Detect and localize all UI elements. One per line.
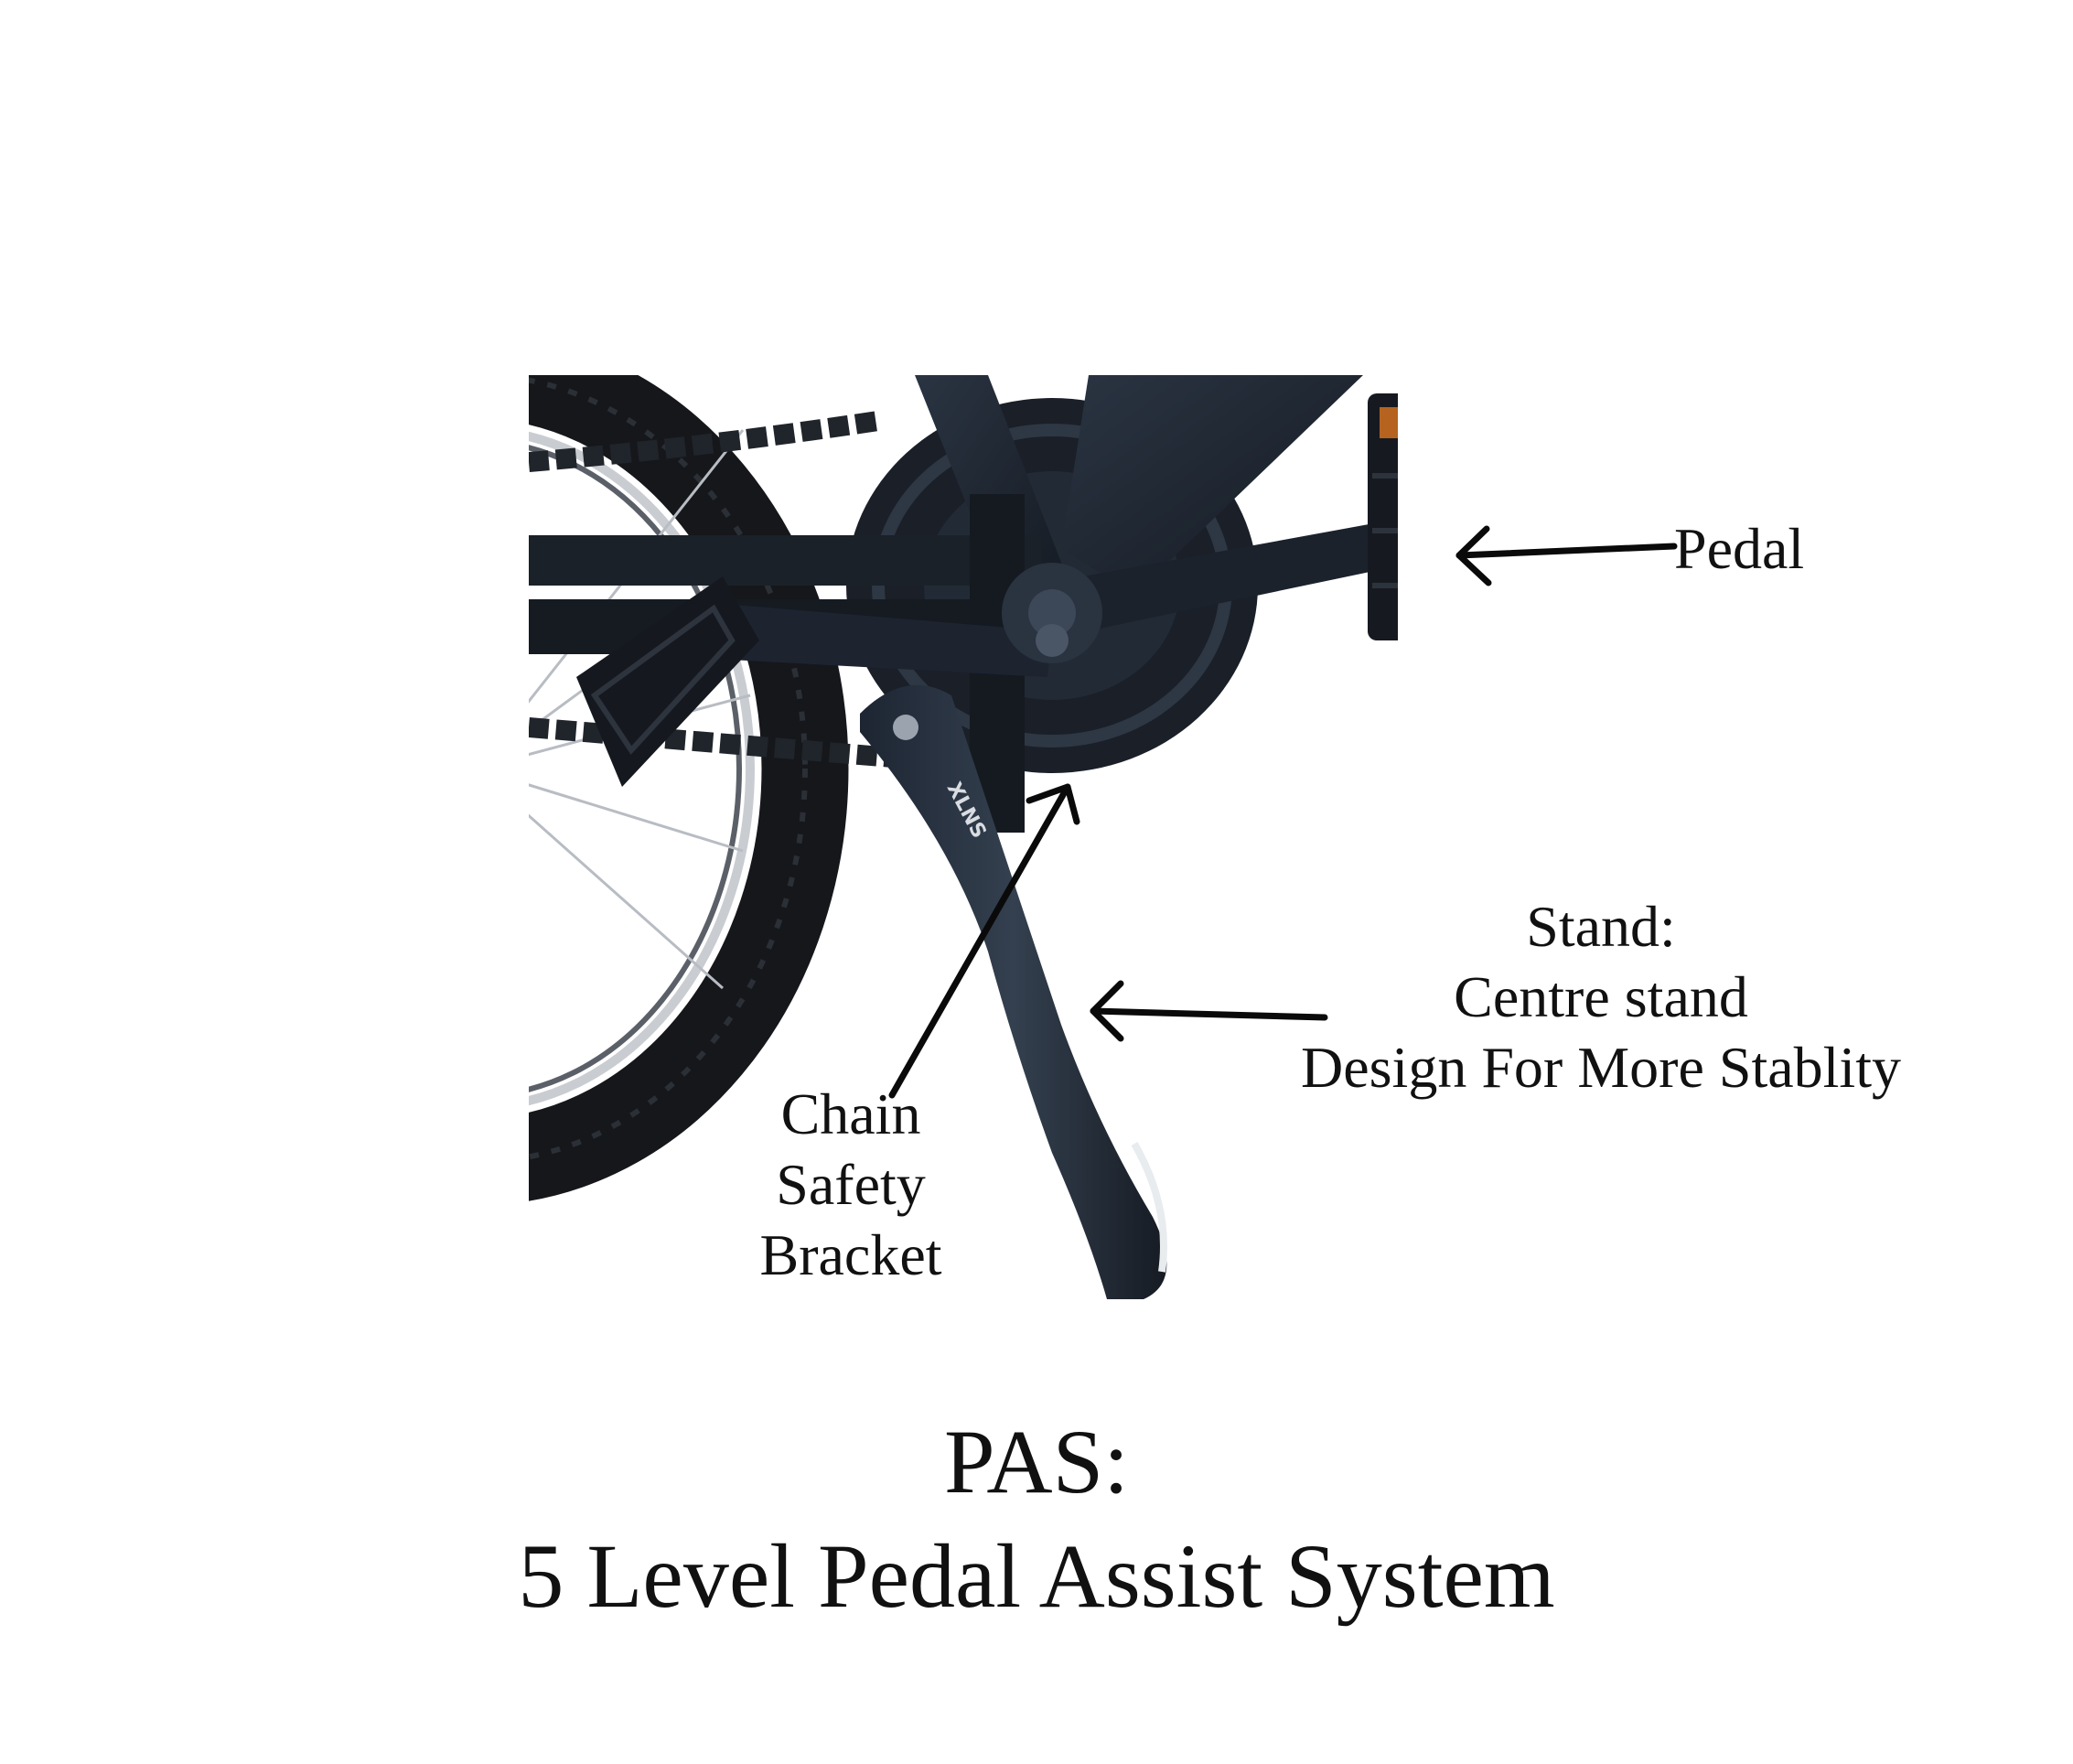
- stand-label: Stand: Centre stand Design For More Stab…: [1262, 892, 1939, 1102]
- pas-caption-title: PAS:: [943, 1411, 1130, 1512]
- kickstand: XLNS: [860, 684, 1167, 1299]
- chain-label-line1: Chain: [780, 1081, 921, 1146]
- stand-label-line1: Stand:: [1526, 894, 1676, 959]
- chain-bracket-arrow: [888, 783, 1080, 1099]
- rear-wheel: [529, 375, 849, 1201]
- pedal-label-text: Pedal: [1674, 516, 1805, 581]
- chain-label-line2: Safety: [776, 1151, 926, 1217]
- pas-caption-subtitle: 5 Level Pedal Assist System: [518, 1525, 1555, 1627]
- stand-arrow: [1090, 980, 1328, 1042]
- crank-arms: [714, 519, 1398, 677]
- chain-label-line3: Bracket: [759, 1221, 942, 1287]
- annotation-arrows: [888, 525, 1678, 1099]
- pedal-arrow: [1455, 525, 1678, 586]
- left-pedal: [576, 576, 759, 787]
- stand-label-line2: Centre stand: [1454, 963, 1748, 1029]
- pas-caption: PAS: 5 Level Pedal Assist System: [0, 1404, 2073, 1633]
- bike-chain: [529, 411, 916, 769]
- pedal-label: Pedal: [1674, 514, 1839, 585]
- stand-label-line3: Design For More Stablity: [1301, 1034, 1901, 1100]
- right-pedal: [1368, 393, 1398, 640]
- chain-bracket-label: Chain Safety Bracket: [714, 1080, 988, 1290]
